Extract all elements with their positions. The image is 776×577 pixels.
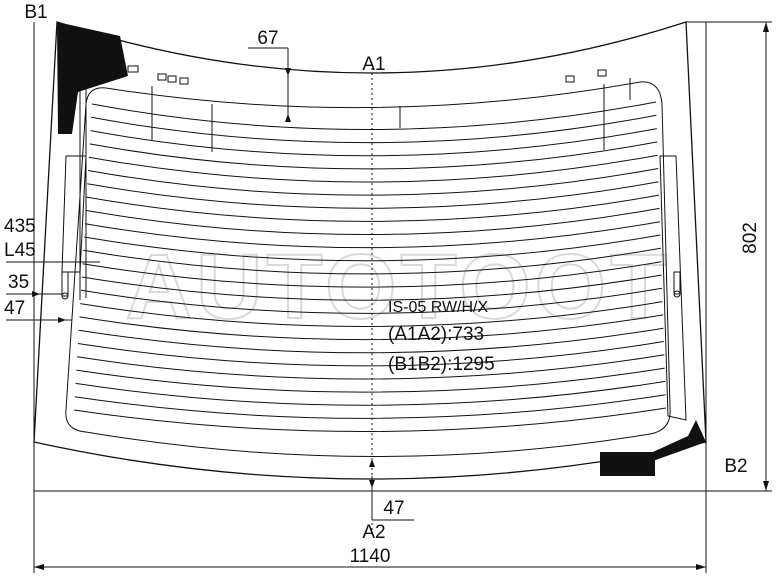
heater-wire — [80, 287, 663, 314]
bottom-offset-label: 47 — [383, 498, 404, 519]
heater-wire — [86, 194, 660, 222]
side-clips — [61, 271, 681, 300]
heater-wire — [74, 394, 666, 419]
point-b1-label: B1 — [24, 2, 47, 23]
heater-wire — [77, 341, 664, 367]
dimension-lines — [6, 21, 772, 573]
width-label: 1140 — [350, 546, 391, 567]
left-dim-d-label: 47 — [4, 298, 25, 319]
top-connectors — [79, 38, 631, 300]
heater-wire — [73, 407, 667, 433]
heater-wire — [84, 221, 660, 249]
top-offset-label: 67 — [257, 28, 278, 49]
heater-wire — [82, 261, 662, 288]
heater-wire — [79, 314, 664, 341]
heater-wire — [76, 367, 665, 393]
heater-lines — [73, 101, 667, 433]
left-dim-b-label: L45 — [4, 240, 36, 261]
height-label: 802 — [740, 222, 761, 254]
heater-wire — [85, 207, 660, 236]
heater-wire — [81, 274, 662, 301]
heater-wire — [88, 154, 658, 183]
heater-wire — [91, 101, 657, 130]
point-b2-label: B2 — [724, 456, 747, 477]
left-dim-c-label: 35 — [8, 272, 29, 293]
heater-wire — [80, 301, 663, 327]
point-a1-label: A1 — [362, 54, 385, 75]
heater-wire — [87, 168, 659, 196]
spec-b1b2: (B1B2):1295 — [388, 354, 495, 375]
heater-wire — [87, 181, 659, 209]
ceramic-corners — [57, 22, 706, 476]
heater-wire — [84, 234, 661, 262]
spec-a1a2: (A1A2):733 — [388, 324, 484, 345]
heater-wire — [83, 247, 661, 275]
heater-wire — [78, 327, 664, 354]
heater-wire — [77, 354, 665, 380]
heater-wire — [90, 128, 657, 157]
point-a2-label: A2 — [362, 522, 385, 543]
heater-wire — [89, 141, 658, 170]
heater-wire — [91, 114, 657, 144]
left-dim-a-label: 435 — [4, 216, 36, 237]
spec-code: IS-05 RW/H/X — [388, 299, 489, 316]
heater-wire — [75, 380, 666, 406]
